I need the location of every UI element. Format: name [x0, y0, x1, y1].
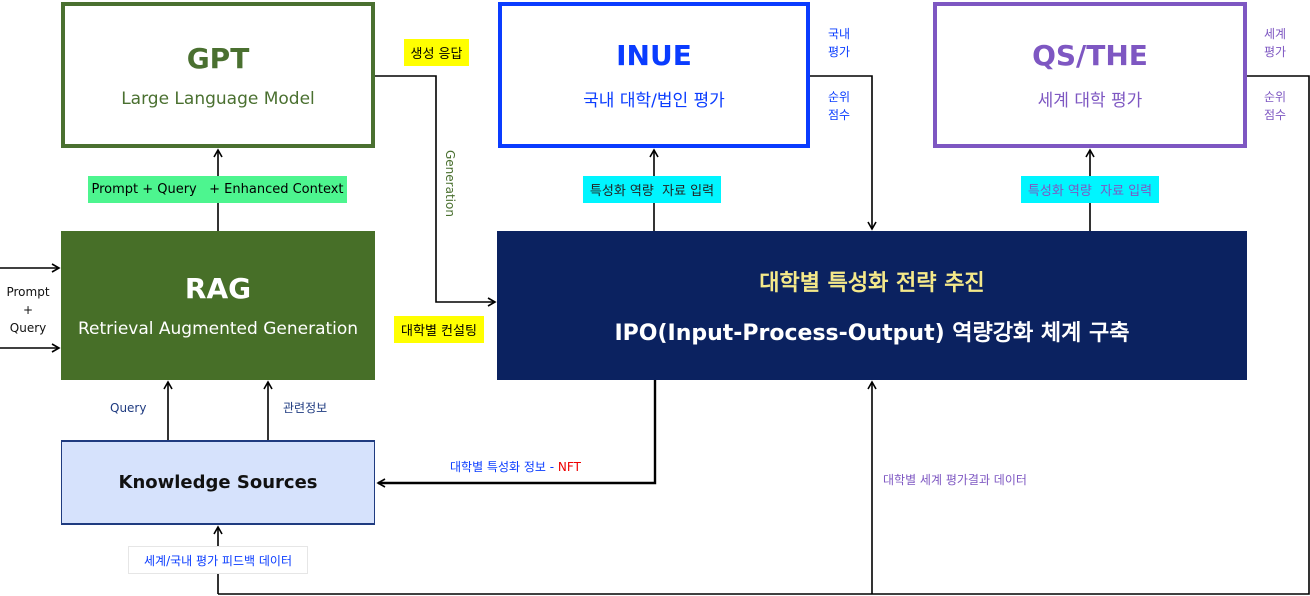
inue-input-label: 특성화 역량 자료 입력: [583, 176, 721, 203]
prompt-2: +: [22, 303, 34, 317]
inue-subtitle: 국내 대학/법인 평가: [583, 91, 725, 111]
generation-label: Generation: [443, 150, 457, 217]
world-eval-1: 세계: [1264, 27, 1287, 41]
inue-title: INUE: [616, 39, 692, 72]
feedback-label: 세계/국내 평가 피드백 데이터: [128, 546, 308, 574]
query-label: Query: [110, 401, 147, 415]
ipo-title: 대학별 특성화 전략 추진: [759, 270, 985, 296]
generation-arrow: [375, 75, 497, 307]
knowledge-title: Knowledge Sources: [118, 472, 318, 493]
rag-box: RAG Retrieval Augmented Generation: [61, 231, 375, 380]
prompt-context-label: Prompt + Query + Enhanced Context: [88, 176, 347, 203]
qs-rank-score-2: 점수: [1264, 108, 1287, 122]
qs-rank-score-1: 순위: [1264, 90, 1287, 104]
qs-title: QS/THE: [1032, 39, 1148, 72]
ipo-box: 대학별 특성화 전략 추진 IPO(Input-Process-Output) …: [497, 231, 1247, 380]
rank-score-1: 순위: [828, 90, 851, 104]
rank-score-2: 점수: [828, 108, 851, 122]
world-eval-line: [218, 75, 1310, 595]
nft-arrow: [376, 380, 657, 488]
prompt-1: Prompt: [6, 285, 50, 299]
related-info-label: 관련정보: [283, 401, 328, 415]
gpt-subtitle: Large Language Model: [121, 88, 315, 109]
nft-info-label: 대학별 특성화 정보 - NFT: [450, 458, 581, 476]
nft-info-text: 대학별 특성화 정보 -: [450, 460, 558, 474]
nft-text: NFT: [557, 460, 581, 474]
consulting-label: 대학별 컨설팅: [394, 316, 484, 343]
prompt-3: Query: [9, 321, 47, 335]
generated-response-label: 생성 응답: [404, 39, 469, 66]
ipo-subtitle: IPO(Input-Process-Output) 역량강화 체계 구축: [614, 320, 1130, 346]
rag-subtitle: Retrieval Augmented Generation: [77, 319, 359, 339]
rag-title: RAG: [184, 272, 252, 305]
knowledge-box: Knowledge Sources: [61, 440, 375, 525]
inue-box: INUE 국내 대학/법인 평가: [498, 2, 810, 148]
world-eval-2: 평가: [1264, 45, 1287, 59]
gpt-box: GPT Large Language Model: [61, 2, 375, 148]
qs-box: QS/THE 세계 대학 평가: [933, 2, 1247, 148]
domestic-eval-2: 평가: [828, 45, 851, 59]
qs-input-label: 특성화 역량 자료 입력: [1021, 176, 1159, 203]
prompt-query-label: Prompt + Query: [2, 283, 54, 337]
world-result-label: 대학별 세계 평가결과 데이터: [883, 473, 1027, 487]
domestic-eval-arrow: [810, 75, 877, 231]
gpt-title: GPT: [186, 41, 250, 75]
domestic-eval-1: 국내: [828, 27, 851, 41]
qs-subtitle: 세계 대학 평가: [1037, 91, 1143, 111]
